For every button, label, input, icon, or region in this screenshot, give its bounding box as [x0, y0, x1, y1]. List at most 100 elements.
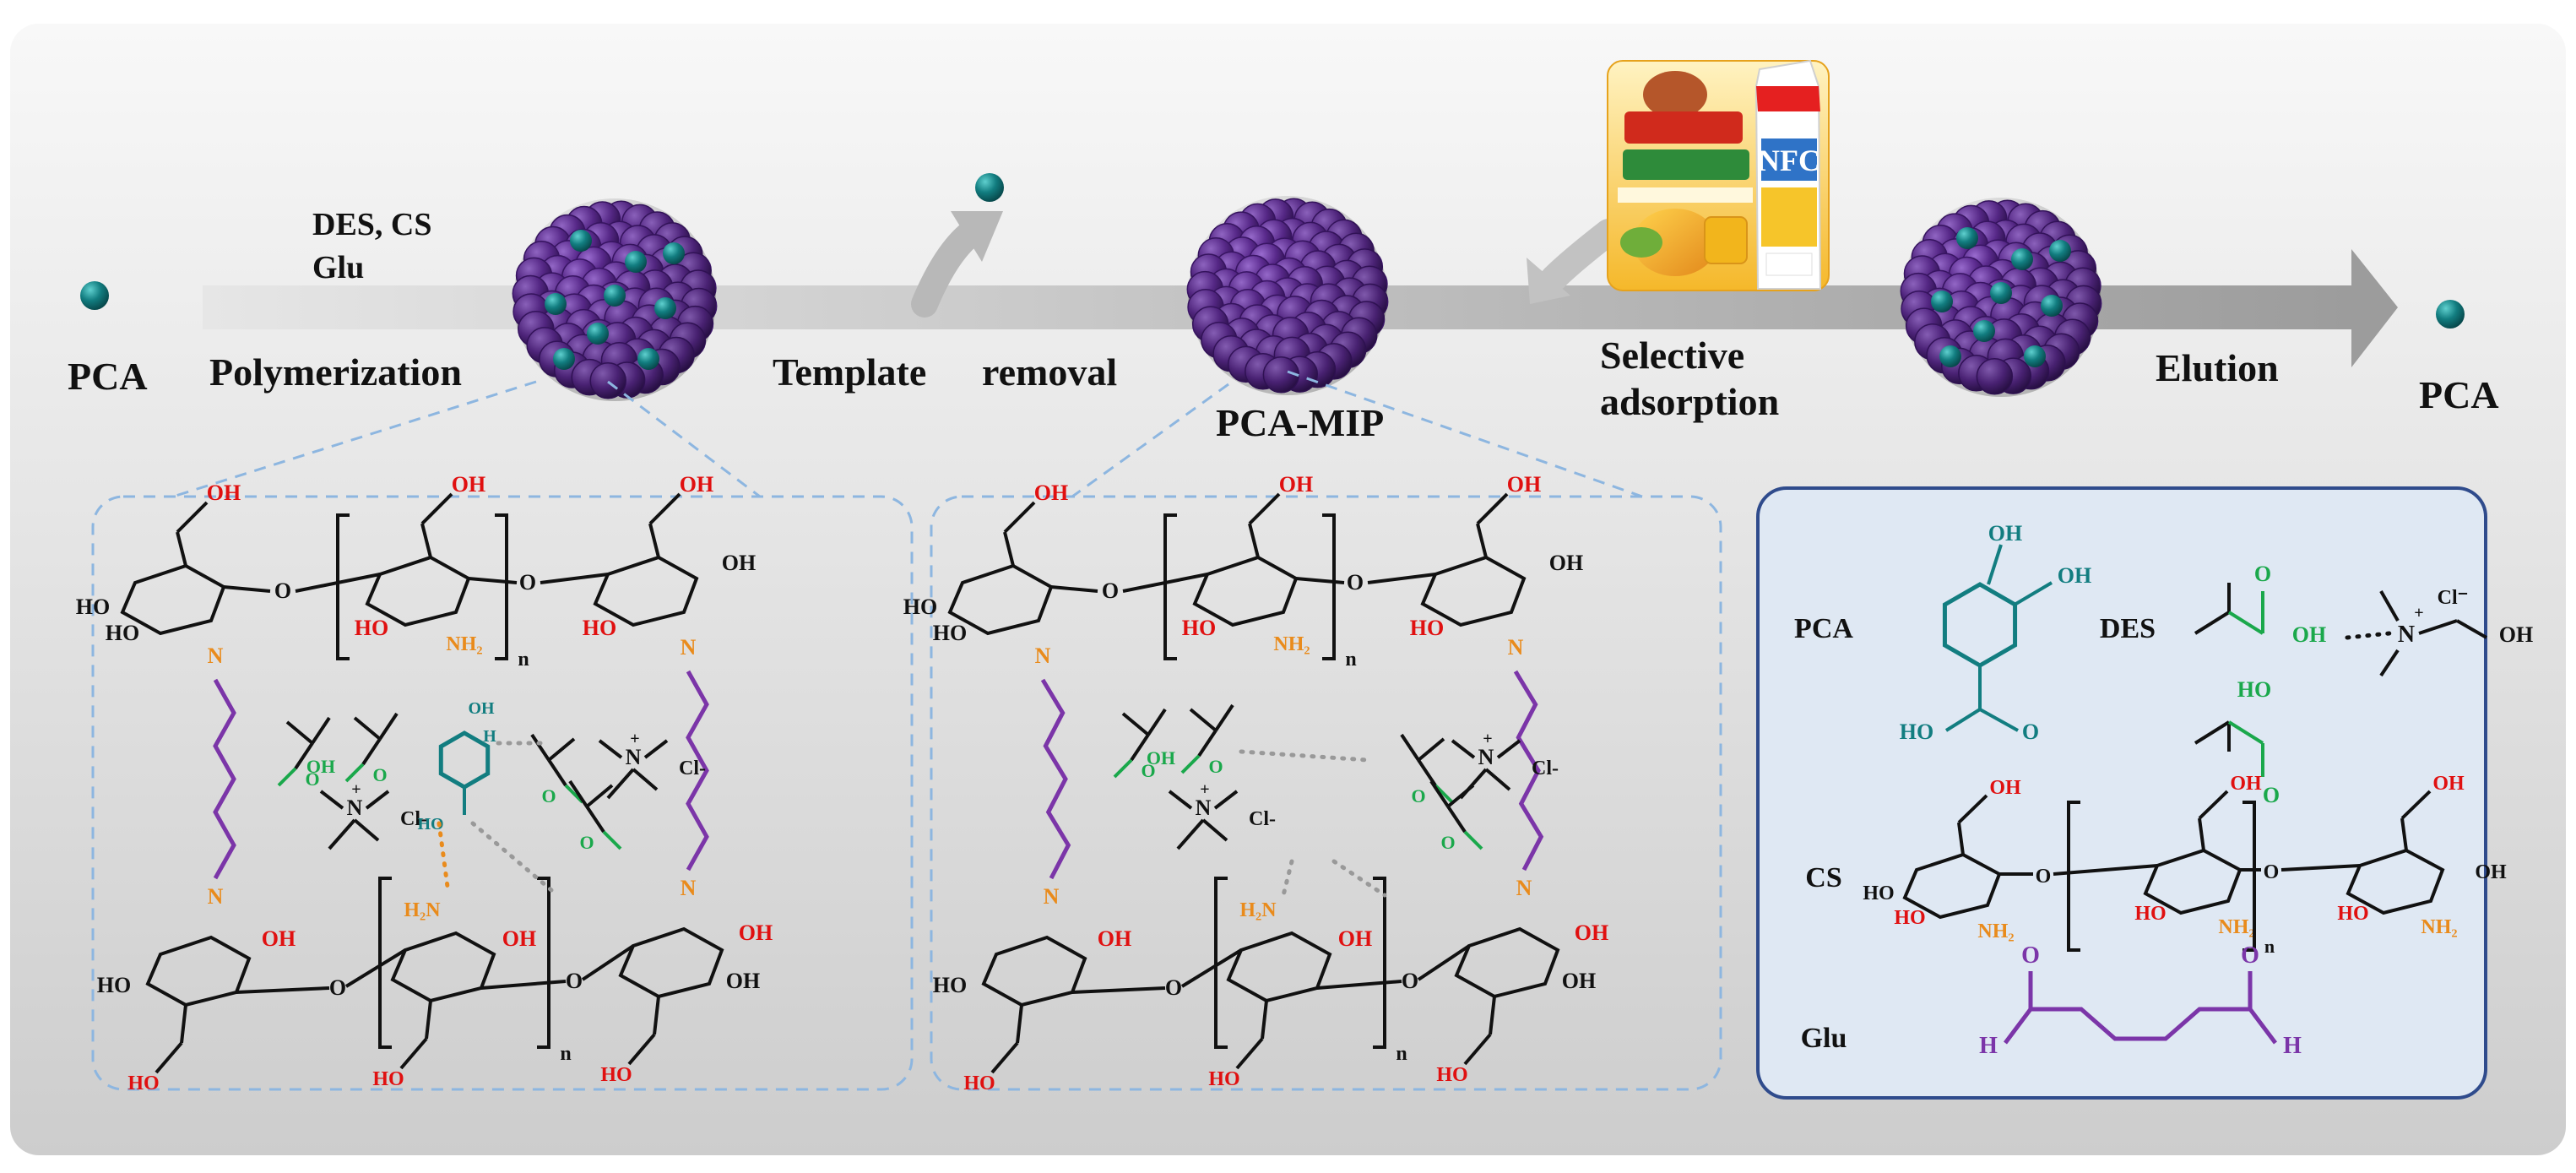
step-elution-label: Elution — [2156, 346, 2279, 389]
legend-pca-oxygen: O — [2022, 720, 2039, 744]
bond — [1417, 737, 1445, 762]
template-site — [625, 251, 647, 273]
legend-glu-label: Glu — [1801, 1023, 1847, 1054]
template-site — [654, 297, 676, 319]
hydroxyl-label: OH — [502, 926, 536, 951]
hydroxyl-label: HO — [963, 1073, 995, 1094]
legend-cs-hydroxyl: OH — [1989, 777, 2021, 799]
panel-mip-structure — [930, 495, 1722, 1091]
template-site — [2041, 295, 2063, 317]
bond — [598, 739, 623, 759]
template-site — [545, 293, 567, 315]
oxygen-label: O — [1347, 570, 1364, 595]
imine-nitrogen: N — [681, 635, 697, 660]
legend-glu-hydrogen: H — [1979, 1033, 1998, 1059]
zoom-lines — [172, 370, 1643, 498]
bond — [1147, 708, 1167, 736]
imine-nitrogen: N — [681, 876, 697, 900]
bond — [1944, 708, 1982, 732]
repeat-bracket — [378, 877, 392, 1049]
hydrogen-bond — [470, 821, 560, 898]
bond — [1496, 739, 1521, 759]
hydroxyl-label: OH — [680, 472, 713, 497]
hydroxyl-label: OH — [1549, 551, 1583, 575]
sugar-ring — [1454, 926, 1560, 999]
bond — [399, 1037, 428, 1070]
chloride-label: Cl- — [1249, 808, 1276, 830]
charge-label: + — [630, 730, 639, 748]
step-template-label: Template — [773, 350, 927, 394]
bond — [606, 768, 635, 800]
bond — [311, 716, 331, 745]
pca-end-label: PCA — [2419, 373, 2499, 416]
bond — [2418, 619, 2458, 635]
bond — [353, 716, 382, 741]
bond — [2400, 817, 2408, 851]
hydrogen-bond — [437, 821, 450, 889]
bond — [1463, 1033, 1492, 1066]
pca-start-label: PCA — [68, 355, 148, 398]
template-site — [663, 242, 685, 264]
legend-pca-hydroxyl: HO — [1900, 720, 1933, 744]
bond — [2194, 720, 2231, 745]
bond — [353, 818, 380, 842]
bond — [1121, 712, 1150, 736]
hydrogen-bond — [1281, 859, 1294, 898]
repeat-bracket — [1163, 513, 1177, 660]
bond — [2013, 581, 2053, 606]
legend-des-hydroxyl: OH — [2499, 622, 2533, 647]
bond — [328, 818, 356, 850]
hydroxyl-label: OH — [1507, 472, 1541, 497]
hydroxyl-label: OH — [1575, 920, 1608, 945]
bond — [1235, 1037, 1264, 1070]
legend-glu-hydrogen: H — [2283, 1033, 2302, 1059]
bond — [468, 577, 518, 584]
quaternary-nitrogen: N — [626, 745, 642, 769]
legend-cs-hydroxyl: OH — [2230, 773, 2262, 795]
bond — [1434, 784, 1454, 804]
bond — [1003, 531, 1015, 567]
repeat-subscript: n — [560, 1043, 571, 1065]
legend-des-hydroxyl: HO — [2237, 677, 2271, 702]
hydroxyl-label: HO — [1208, 1068, 1239, 1090]
bond — [581, 944, 635, 981]
legend-glu-chain — [2004, 1007, 2277, 1045]
legend-cs-subscript: n — [2264, 936, 2275, 957]
glutaraldehyde-linker — [213, 678, 236, 880]
bond — [1476, 492, 1509, 525]
hydroxyl-label: HO — [355, 616, 388, 640]
template-site — [604, 285, 626, 307]
bond — [2456, 619, 2487, 639]
imine-nitrogen: N — [1508, 635, 1524, 660]
bond — [180, 1004, 187, 1044]
legend-cs-hydroxyl: OH — [2432, 773, 2465, 795]
imprinted-particle-1 — [512, 198, 718, 401]
bond — [1484, 768, 1511, 791]
bond — [1261, 1000, 1268, 1040]
carbonyl-oxygen: O — [1141, 760, 1155, 781]
oxygen-label: O — [274, 578, 291, 603]
bond — [2400, 790, 2432, 820]
legend-cs-hydroxyl: HO — [1894, 907, 1925, 929]
hydroxyl-label: HO — [903, 595, 937, 619]
hydroxyl-label: OH — [722, 551, 756, 575]
repeat-bracket — [336, 513, 350, 660]
carboxyl-label: OH — [1147, 747, 1175, 768]
bond — [420, 523, 432, 558]
pca-molecule — [2436, 300, 2465, 329]
bond — [1180, 948, 1243, 988]
bond — [648, 492, 681, 525]
hydrogen-bond — [1239, 749, 1370, 763]
legend-des-oxygen: O — [2254, 562, 2271, 586]
chloride-label: Cl- — [400, 808, 427, 830]
legend-cs-amine: NH₂ — [2218, 916, 2254, 938]
pca-molecule — [975, 173, 1004, 202]
bond — [236, 986, 330, 994]
oxygen-label: O — [329, 975, 346, 1000]
legend-cs-hydroxyl: HO — [2134, 903, 2166, 925]
template-site — [1973, 320, 1995, 342]
bond — [223, 585, 271, 593]
